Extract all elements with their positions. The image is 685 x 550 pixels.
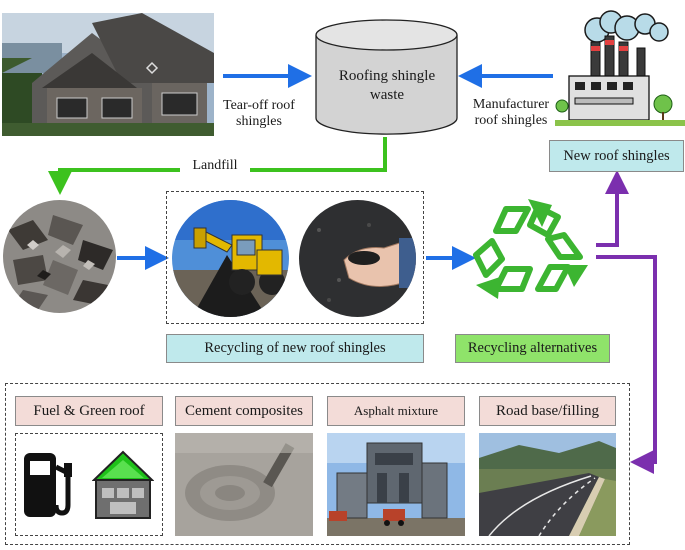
recycle-icon xyxy=(468,195,596,307)
loader-photo xyxy=(172,200,289,317)
cement-photo xyxy=(175,433,313,536)
waste-label: Roofing shingle waste xyxy=(338,68,436,103)
fuel-green-group xyxy=(15,433,163,536)
recycling-group xyxy=(166,191,424,324)
arrow-recycle-to-new-shingles xyxy=(596,170,629,247)
fuel-pump-icon xyxy=(22,451,82,519)
manufacturer-label: Manufacturer roof shingles xyxy=(472,97,550,128)
road-photo xyxy=(479,433,616,536)
green-roof-icon xyxy=(92,450,154,520)
recycling-alt-box: Recycling alternatives xyxy=(455,334,610,363)
house-photo xyxy=(2,13,214,136)
asphalt-plant-photo xyxy=(327,433,465,536)
cylinder-tank-icon xyxy=(315,19,458,135)
new-shingles-box: New roof shingles xyxy=(549,140,684,172)
waste-tank xyxy=(314,18,459,136)
tearoff-label: Tear-off roof shingles xyxy=(223,98,295,129)
app-label-fuel: Fuel & Green roof xyxy=(15,396,163,426)
factory-icon xyxy=(555,8,685,130)
landfill-label: Landfill xyxy=(180,158,250,174)
arrow-recycle-to-applications xyxy=(596,255,657,474)
app-label-asphalt: Asphalt mixture xyxy=(327,396,465,426)
hand-photo xyxy=(299,200,416,317)
app-label-road: Road base/filling xyxy=(479,396,616,426)
applications-group xyxy=(5,383,630,545)
app-label-cement: Cement composites xyxy=(175,396,313,426)
landfill-photo xyxy=(3,200,116,313)
recycling-new-box: Recycling of new roof shingles xyxy=(166,334,424,363)
